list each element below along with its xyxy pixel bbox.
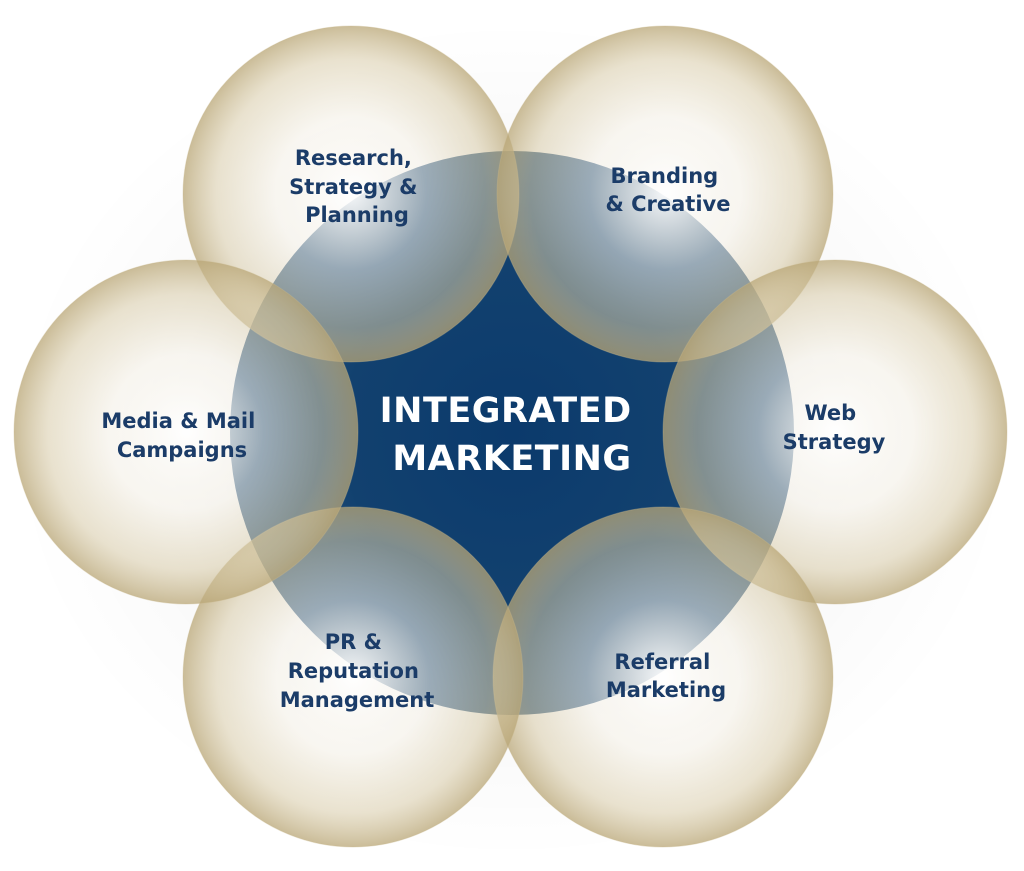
label-web: Web Strategy [783,401,886,454]
label-pr-line-2: Reputation [288,659,419,683]
label-referral-line-1: Referral [614,650,710,674]
label-web-line-1: Web [804,401,856,425]
label-media: Media & Mail Campaigns [101,409,262,462]
label-research-line-2: Strategy & [289,175,417,199]
petal-branding [496,25,834,363]
label-research-line-1: Research, [295,146,412,170]
petal-web [662,259,1008,605]
center-title-line-1: INTEGRATED [380,391,632,431]
label-pr-line-1: PR & [325,630,382,654]
label-research-line-3: Planning [305,203,409,227]
label-pr: PR & Reputation Management [280,630,435,712]
petal-referral [492,506,834,848]
label-media-line-2: Campaigns [117,438,247,462]
label-media-line-1: Media & Mail [101,409,255,433]
label-web-line-2: Strategy [783,430,886,454]
label-branding: Branding & Creative [606,164,731,216]
center-title-line-2: MARKETING [392,439,631,479]
petal-media [13,259,359,605]
label-referral-line-2: Marketing [606,678,726,702]
label-referral: Referral Marketing [606,650,726,702]
label-pr-line-3: Management [280,688,435,712]
label-branding-line-1: Branding [610,164,718,188]
center-title: INTEGRATED MARKETING [380,391,645,479]
label-research: Research, Strategy & Planning [289,146,425,227]
label-branding-line-2: & Creative [606,192,731,216]
petal-pr [182,506,524,848]
